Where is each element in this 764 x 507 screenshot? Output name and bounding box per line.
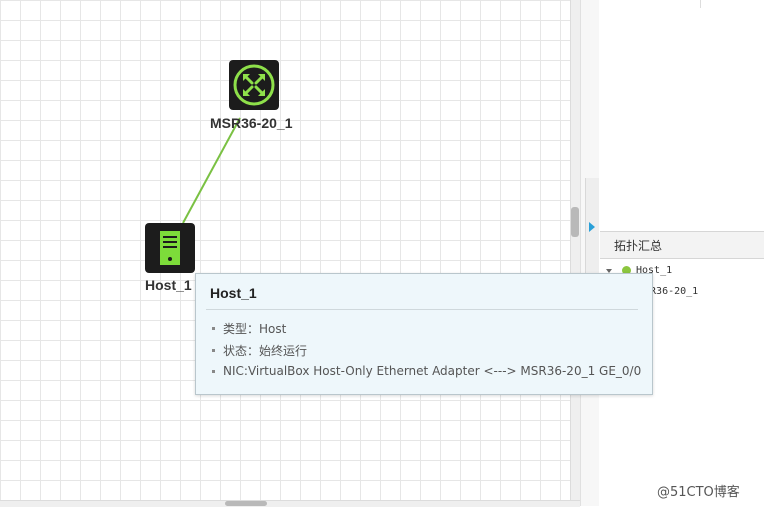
server-icon (160, 231, 180, 265)
tooltip-nic-text: NIC:VirtualBox Host-Only Ethernet Adapte… (223, 364, 642, 378)
panel-collapse-tab[interactable] (585, 178, 599, 288)
tree-expand-icon[interactable] (606, 268, 612, 273)
device-tooltip: Host_1 类型：Host 状态：始终运行 NIC:VirtualBox Ho… (195, 273, 653, 395)
vertical-scrollbar[interactable] (570, 0, 581, 500)
bullet-icon (212, 349, 215, 352)
tooltip-status-text: 状态：始终运行 (223, 344, 308, 358)
bullet-icon (212, 369, 215, 373)
tooltip-status: 状态：始终运行 (212, 342, 307, 359)
tree-item-host[interactable]: Host_1 (606, 265, 672, 276)
topology-link-layer (182, 117, 241, 224)
panel-divider (700, 0, 701, 8)
status-dot-icon (622, 266, 631, 275)
expand-arrow-icon[interactable] (589, 222, 595, 232)
router-node[interactable] (229, 60, 279, 110)
host-label: Host_1 (145, 277, 192, 293)
tree-item-label: MSR36-20_1 (638, 286, 699, 297)
panel-title: 拓扑汇总 (600, 231, 764, 259)
host-node[interactable] (145, 223, 195, 273)
tooltip-type: 类型：Host (212, 320, 286, 337)
tooltip-divider (206, 309, 638, 310)
link-host-router[interactable] (182, 117, 241, 224)
horizontal-scrollbar[interactable] (0, 500, 580, 507)
topology-canvas[interactable]: MSR36-20_1 Host_1 (0, 0, 570, 500)
router-label: MSR36-20_1 (210, 115, 293, 131)
vertical-scrollbar-thumb[interactable] (571, 207, 579, 237)
tree-item-router[interactable]: MSR36-20_1 (638, 286, 698, 297)
router-icon (233, 64, 275, 106)
horizontal-scrollbar-thumb[interactable] (225, 501, 267, 506)
watermark: @51CTO博客 (657, 485, 740, 500)
tooltip-nic: NIC:VirtualBox Host-Only Ethernet Adapte… (212, 364, 641, 378)
tooltip-type-text: 类型：Host (223, 322, 287, 336)
tree-item-label: Host_1 (636, 265, 673, 276)
bullet-icon (212, 327, 215, 330)
tooltip-title: Host_1 (210, 285, 257, 301)
